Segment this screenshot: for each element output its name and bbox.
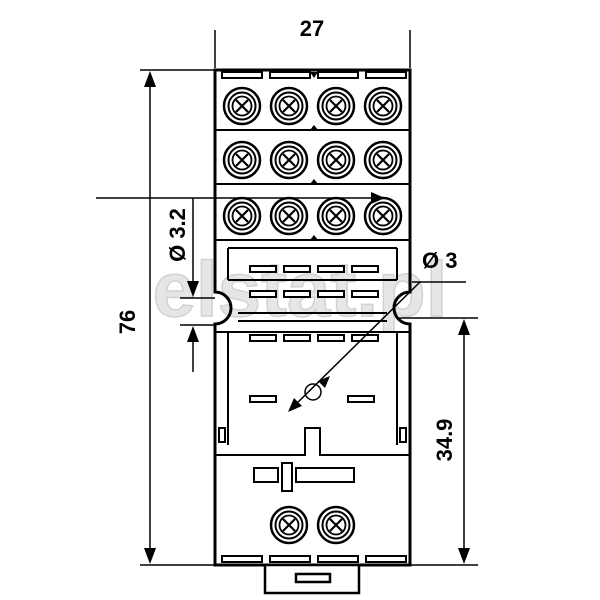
terminal-screw [222,196,262,236]
pin-dimension [289,281,466,411]
body-lines [215,247,410,445]
terminal-screw [363,86,403,126]
height-dimension [140,69,215,566]
terminal-screw [269,140,309,180]
lower-height-dimension-arrows [458,319,470,564]
contact-slots [249,265,379,403]
terminal-screw [363,196,403,236]
terminal-screw [222,140,262,180]
terminal-screw [316,505,356,545]
terminal-screw [222,86,262,126]
terminal-notches [310,72,318,240]
hole-dimension-label: Ø 3.2 [165,208,190,262]
lower-terminal-block [269,505,356,545]
terminal-screw [269,86,309,126]
latch-area [215,427,410,492]
watermark-text: elstat.pl [153,245,448,333]
height-dimension-label: 76 [115,310,140,334]
hole-dimension-arrows [187,192,385,342]
terminal-screw [316,140,356,180]
bottom-tab [263,563,361,595]
upper-terminal-block [222,86,403,236]
terminal-screw [316,86,356,126]
lower-height-dimension [396,317,478,566]
height-dimension-arrows [144,71,156,564]
pin-dimension-arrows [288,376,330,412]
hole-dimension [96,197,380,372]
pin-dimension-label: Ø 3 [422,248,457,273]
bottom-slots [221,555,407,563]
terminal-screw [269,196,309,236]
terminal-screw [316,196,356,236]
terminal-screw [363,140,403,180]
lower-height-dimension-label: 34.9 [432,419,457,462]
terminal-screw [269,505,309,545]
width-dimension-label: 27 [300,16,324,41]
width-dimension [214,30,411,68]
top-slots [221,71,407,79]
